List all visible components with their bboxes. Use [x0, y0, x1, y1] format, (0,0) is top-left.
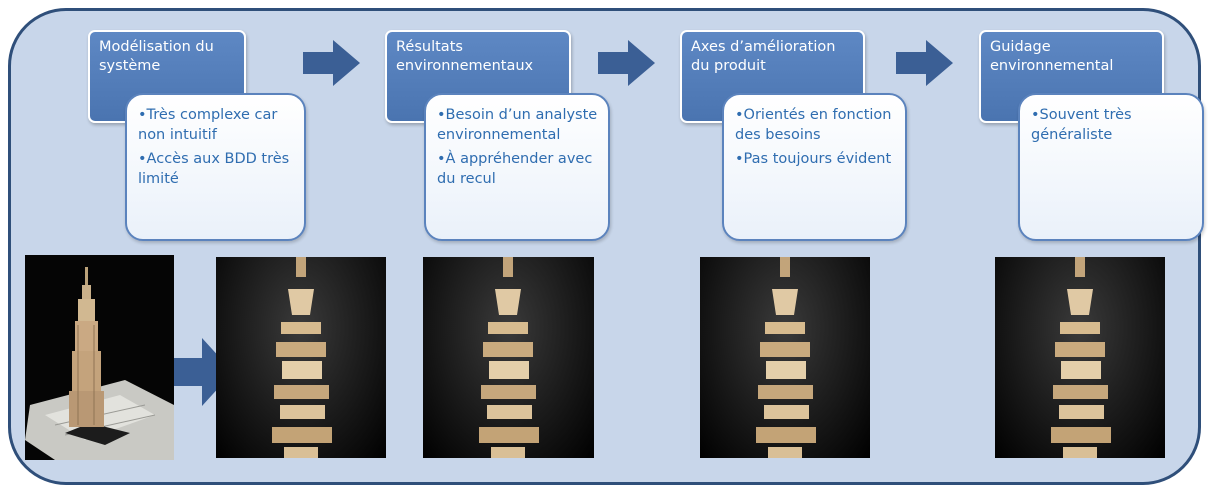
detail-bullet: •Accès aux BDD très limité	[138, 151, 290, 187]
lego-model-image	[25, 255, 174, 460]
stage-title: Guidage environnemental	[990, 39, 1114, 74]
stage-title: Axes d’amélioration du produit	[691, 39, 836, 74]
detail-bullet: •Orientés en fonction des besoins	[735, 107, 892, 143]
exploded-tower-image	[216, 257, 386, 458]
detail-box-guidage: •Souvent très généraliste	[1018, 93, 1204, 241]
right-arrow-icon	[598, 40, 655, 86]
right-arrow-icon	[172, 338, 233, 406]
right-arrow-icon	[896, 40, 953, 86]
exploded-tower-image	[995, 257, 1165, 458]
detail-bullet: •À appréhender avec du recul	[437, 151, 593, 187]
exploded-tower-image	[423, 257, 594, 458]
detail-box-axes: •Orientés en fonction des besoins •Pas t…	[722, 93, 907, 241]
right-arrow-icon	[303, 40, 360, 86]
exploded-tower-image	[700, 257, 870, 458]
detail-bullet: •Besoin d’un analyste environnemental	[437, 107, 598, 143]
stage-title: Modélisation du système	[99, 39, 214, 74]
detail-bullet: •Souvent très généraliste	[1031, 107, 1132, 143]
detail-box-resultats: •Besoin d’un analyste environnemental •À…	[424, 93, 610, 241]
stage-title: Résultats environnementaux	[396, 39, 534, 74]
detail-bullet: •Pas toujours évident	[735, 151, 892, 167]
detail-box-modelisation: •Très complexe car non intuitif •Accès a…	[125, 93, 306, 241]
detail-bullet: •Très complexe car non intuitif	[138, 107, 278, 143]
